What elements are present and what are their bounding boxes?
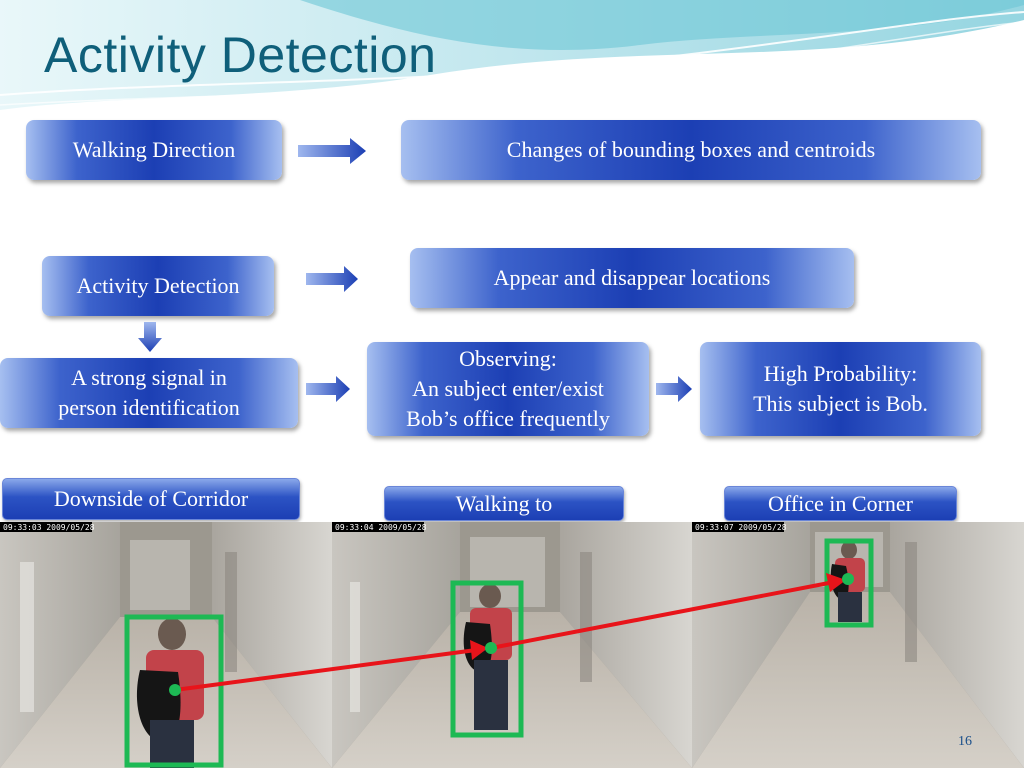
strong-signal-box: A strong signal in person identification <box>0 358 298 428</box>
observing-line-3: Bob’s office frequently <box>406 405 610 431</box>
downside-label: Downside of Corridor <box>2 478 300 520</box>
trajectory-path <box>169 573 854 696</box>
header-wave-decoration <box>0 0 1024 110</box>
frame-2-tracking-box <box>450 580 524 738</box>
observing-line-2: An subject enter/exist <box>412 376 604 402</box>
office-label-text: Office in Corner <box>768 490 913 516</box>
arrow-right-icon <box>656 376 692 402</box>
walking-to-label: Walking to <box>384 486 624 521</box>
walking-direction-text: Walking Direction <box>72 137 236 163</box>
high-probability-line-1: High Probability: <box>763 361 918 387</box>
strong-signal-line-2: person identification <box>58 395 240 420</box>
slide-title: Activity Detection <box>44 27 437 83</box>
frame-1-tracking-box <box>124 614 224 768</box>
bounding-boxes-text: Changes of bounding boxes and centroids <box>506 137 876 163</box>
activity-detection-box: Activity Detection <box>42 256 274 316</box>
observing-line-1: Observing: <box>459 346 557 372</box>
centroid-dot <box>842 573 854 585</box>
activity-detection-text: Activity Detection <box>76 273 240 299</box>
centroid-dot <box>485 642 497 654</box>
frame-1-timestamp: 09:33:03 2009/05/28 <box>3 523 95 532</box>
downside-label-text: Downside of Corridor <box>53 486 249 511</box>
observing-box: Observing: An subject enter/exist Bob’s … <box>367 342 649 436</box>
walking-to-label-text: Walking to <box>455 490 553 516</box>
frame-3-timestamp: 09:33:07 2009/05/28 <box>695 523 787 532</box>
page-number: 16 <box>958 734 972 749</box>
frame-2-timestamp: 09:33:04 2009/05/28 <box>335 523 427 532</box>
arrow-right-icon <box>298 138 366 164</box>
arrow-right-icon <box>306 376 350 402</box>
bounding-boxes-box: Changes of bounding boxes and centroids <box>401 120 981 180</box>
frame-3 <box>692 522 1024 768</box>
arrow-down-icon <box>138 322 162 352</box>
frame-1 <box>0 522 332 768</box>
surveillance-frames: 09:33:03 2009/05/28 09:33:04 2009/05/28 … <box>0 522 1024 768</box>
high-probability-box: High Probability: This subject is Bob. <box>700 342 981 436</box>
high-probability-line-2: This subject is Bob. <box>753 391 928 416</box>
walking-direction-box: Walking Direction <box>26 120 282 180</box>
strong-signal-line-1: A strong signal in <box>71 365 227 391</box>
appear-disappear-text: Appear and disappear locations <box>493 265 771 291</box>
office-label: Office in Corner <box>724 486 957 521</box>
appear-disappear-box: Appear and disappear locations <box>410 248 854 308</box>
centroid-dot <box>169 684 181 696</box>
arrow-right-icon <box>306 266 358 292</box>
